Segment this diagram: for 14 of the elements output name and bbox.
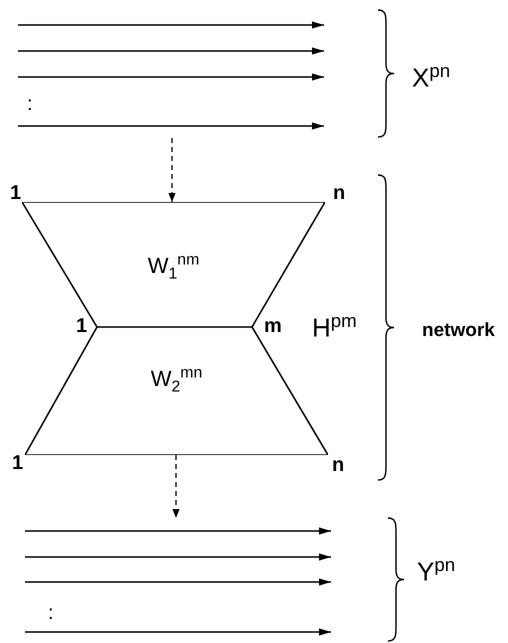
math-label: n: [332, 455, 344, 475]
math-label: X$^{pn}$: [412, 62, 450, 91]
math-label: Y$^{pn}$: [417, 556, 456, 585]
math-label: m: [264, 316, 282, 336]
math-label: :: [27, 94, 33, 114]
math-label: network: [422, 321, 495, 340]
math-label: n: [333, 183, 346, 203]
math-label: 1: [12, 453, 24, 473]
dashed-arrow: [168, 138, 176, 202]
dashed-arrow: [172, 455, 180, 518]
math-label: 1: [10, 183, 22, 203]
math-label: H$^{pm}$: [312, 312, 357, 341]
math-label: 1: [76, 316, 88, 336]
math-label: :: [48, 603, 54, 623]
